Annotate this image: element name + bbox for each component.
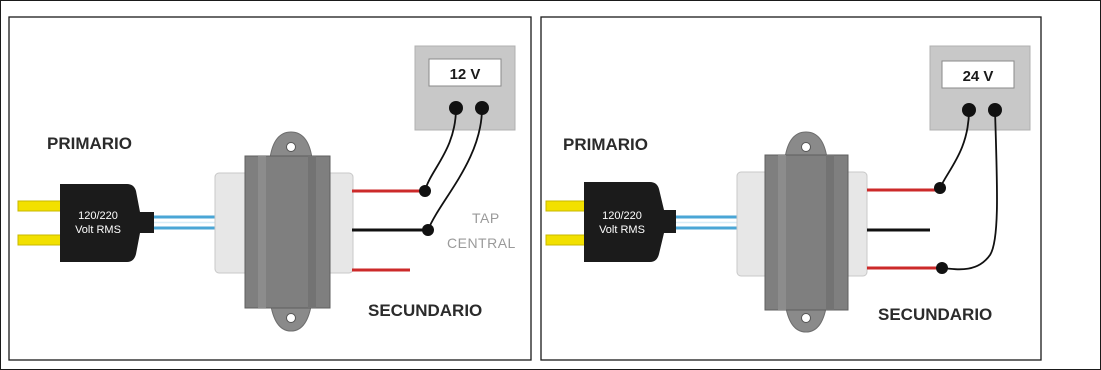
mount-hole-bottom [286,313,296,323]
plug-rms-label: Volt RMS [75,224,121,236]
probe-contact-bottom [936,262,948,274]
voltmeter: 24 V [929,45,1031,131]
plug-voltage-label: 120/220 [78,210,118,222]
secondary-label: SECUNDARIO [368,301,482,320]
plug-body [60,184,154,262]
voltmeter-display [428,58,502,87]
probe-contact-top [419,185,431,197]
tap-label: TAP [472,210,500,226]
probe-contact-center [422,224,434,236]
secondary-label: SECUNDARIO [878,305,992,324]
mount-hole-top [286,142,296,152]
primary-label: PRIMARIO [47,134,132,153]
mount-hole-top [801,142,811,152]
plug-body [584,182,676,262]
plug-rms-label: Volt RMS [599,224,645,236]
probe-lead-right [427,107,483,231]
panel-1: PRIMARIO 120/220 Volt RMS [8,16,532,361]
transformer-core [764,154,849,311]
plug-voltage-label: 120/220 [602,210,642,222]
transformer [214,131,354,332]
central-label: CENTRAL [447,235,516,251]
transformer-core [244,155,331,309]
mount-hole-bottom [801,313,811,323]
voltmeter: 12 V [414,45,516,131]
voltmeter-reading: 24 V [963,68,994,85]
power-plug: 120/220 Volt RMS [17,184,154,262]
probe-contact-top [934,182,946,194]
voltmeter-display [941,60,1015,89]
primary-label: PRIMARIO [563,135,648,154]
panel-2: PRIMARIO 120/220 Volt RMS [540,16,1042,361]
voltmeter-reading: 12 V [450,66,481,83]
transformer [736,131,868,333]
probe-lead-right [941,109,998,271]
probe-lead-left [424,107,457,192]
power-plug: 120/220 Volt RMS [545,182,676,262]
probe-lead-left [939,109,970,189]
